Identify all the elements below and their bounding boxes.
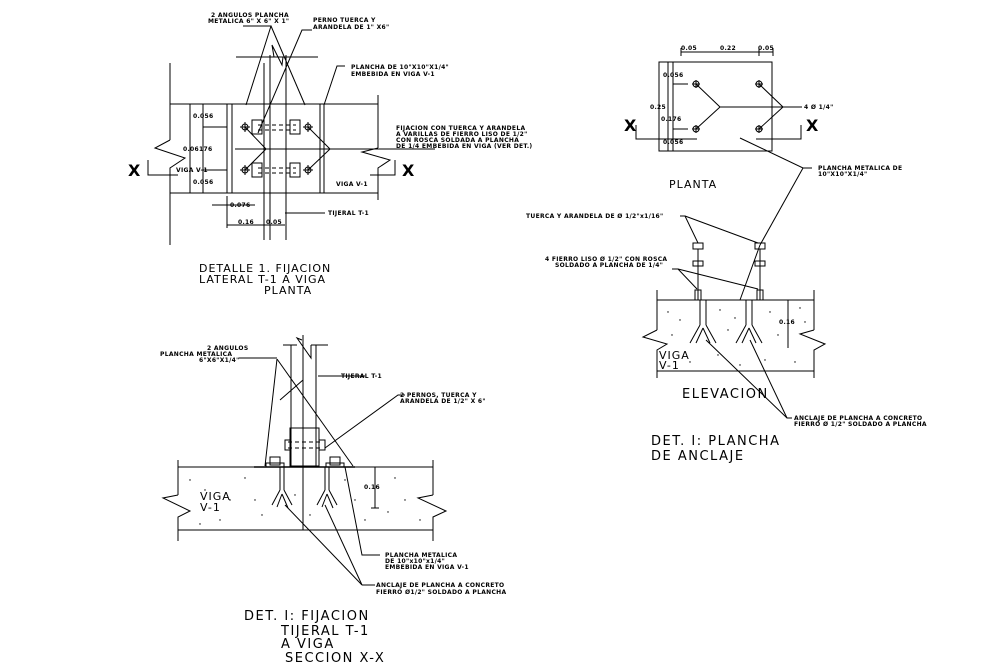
label-fijacion-line2: A VARILLAS DE FIERRO LISO DE 1/2": [396, 131, 528, 138]
label-tuerca-arandela: TUERCA Y ARANDELA DE Ø 1/2"x1/16": [526, 213, 663, 220]
label-fijacion-line3: CON ROSCA SOLDADA A PLANCHA: [396, 137, 519, 144]
dim-top-0-05-right: 0.05: [758, 45, 774, 52]
det-plancha-title-line1: DET. I: PLANCHA: [651, 434, 780, 449]
seccion-title-line4: SECCION X-X: [285, 651, 385, 666]
label-bolts: 4 Ø 1/4": [804, 104, 834, 111]
dim-0-06176: 0.06176: [183, 146, 212, 153]
label-plancha-line1: PLANCHA DE 10"X10"X1/4": [351, 64, 449, 71]
seccion-plancha-line1: PLANCHA METALICA: [385, 552, 457, 559]
dim-0-16: 0.16: [238, 219, 254, 226]
seccion-angulos-line2: PLANCHA METALICA: [160, 351, 232, 358]
concrete-hatch-section: [189, 477, 421, 525]
label-angulos-line1: 2 ANGULOS PLANCHA: [211, 12, 289, 19]
seccion-anclaje-line2: FIERRO Ø1/2" SOLDADO A PLANCHA: [376, 589, 506, 596]
label-perno-line1: PERNO TUERCA Y: [313, 17, 376, 24]
label-viga-left: VIGA V-1: [176, 167, 208, 174]
planta-section-mark-left: X: [624, 116, 637, 135]
label-fijacion-line4: DE 1/4 EMBEBIDA EN VIGA (VER DET.): [396, 143, 532, 150]
dim-top-0-05-left: 0.05: [681, 45, 697, 52]
detail-1-plan-view: [147, 25, 435, 245]
planta-section-mark-right: X: [806, 116, 819, 135]
label-angulos-line2: METALICA 6" X 6" X 1": [208, 18, 289, 25]
seccion-viga-line1: VIGA: [200, 490, 231, 503]
seccion-title-line1: DET. I: FIJACION: [244, 609, 370, 624]
seccion-angulos-line3: 6"X6"X1/4": [199, 357, 240, 364]
dim-side-0-056-bottom: 0.056: [663, 139, 683, 146]
label-perno-line2: ARANDELA DE 1" X6": [313, 24, 389, 31]
seccion-viga-line2: V-1: [200, 501, 221, 514]
elevacion-title: ELEVACION: [682, 387, 769, 402]
det-plancha-title-line2: DE ANCLAJE: [651, 449, 745, 464]
detail-1-title-line3: PLANTA: [264, 284, 312, 297]
seccion-plancha-line3: EMBEBIDA EN VIGA V-1: [385, 564, 469, 571]
dim-side-0-176: 0.176: [661, 116, 681, 123]
detail-1-title-line1: DETALLE 1. FIJACION: [199, 262, 331, 275]
section-mark-right: X: [402, 161, 415, 180]
seccion-title-line2: TIJERAL T-1: [280, 624, 370, 639]
planta-title: PLANTA: [669, 178, 717, 191]
elevacion-viga-line2: V-1: [659, 359, 680, 372]
label-plancha-line2: EMBEBIDA EN VIGA V-1: [351, 71, 435, 78]
seccion-pernos-line2: ARANDELA DE 1/2" X 6": [400, 398, 486, 405]
dim-0-056-top: 0.056: [193, 113, 213, 120]
label-plancha-metalica-line2: 10"X10"X1/4": [818, 171, 867, 178]
dim-0-056-bottom: 0.056: [193, 179, 213, 186]
seccion-title-line3: A VIGA: [281, 637, 335, 652]
seccion-plancha-line2: DE 10"x10"x1/4": [385, 558, 445, 565]
seccion-anclaje-line1: ANCLAJE DE PLANCHA A CONCRETO: [376, 582, 504, 589]
dim-top-0-22: 0.22: [720, 45, 736, 52]
seccion-tijeral: TIJERAL T-1: [341, 373, 382, 380]
label-fierro-liso-line2: SOLDADO A PLANCHA DE 1/4": [555, 262, 663, 269]
label-plancha-metalica-line1: PLANCHA METALICA DE: [818, 165, 902, 172]
elevacion-dim: 0.16: [779, 319, 795, 326]
dim-side-0-25: 0.25: [650, 104, 666, 111]
concrete-hatch: [667, 307, 806, 366]
seccion-angulos-line1: 2 ANGULOS: [207, 345, 248, 352]
bolt-crosshair-icon: [240, 122, 313, 175]
label-fierro-liso-line1: 4 FIERRO LISO Ø 1/2" CON ROSCA: [545, 256, 667, 263]
section-mark-left: X: [128, 161, 141, 180]
elevacion-anclaje-line1: ANCLAJE DE PLANCHA A CONCRETO: [794, 415, 922, 422]
detail-1-title-line2: LATERAL T-1 A VIGA: [199, 273, 326, 286]
plate-plan-view: [635, 48, 812, 246]
dim-side-0-056-top: 0.056: [663, 72, 683, 79]
dim-0-05: 0.05: [266, 219, 282, 226]
seccion-pernos-line1: 2 PERNOS, TUERCA Y: [400, 392, 477, 399]
elevacion-viga-line1: VIGA: [659, 349, 690, 362]
label-tijeral: TIJERAL T-1: [328, 210, 369, 217]
plate-elevation-view: [641, 215, 827, 419]
label-fijacion-line1: FIJACION CON TUERCA Y ARANDELA: [396, 125, 525, 132]
label-viga-right: VIGA V-1: [336, 181, 368, 188]
dim-0-076: 0.076: [230, 202, 250, 209]
seccion-dim: 0.16: [364, 484, 380, 491]
elevacion-anclaje-line2: FIERRO Ø 1/2" SOLDADO A PLANCHA: [794, 421, 927, 428]
section-x-x-view: [161, 335, 448, 586]
